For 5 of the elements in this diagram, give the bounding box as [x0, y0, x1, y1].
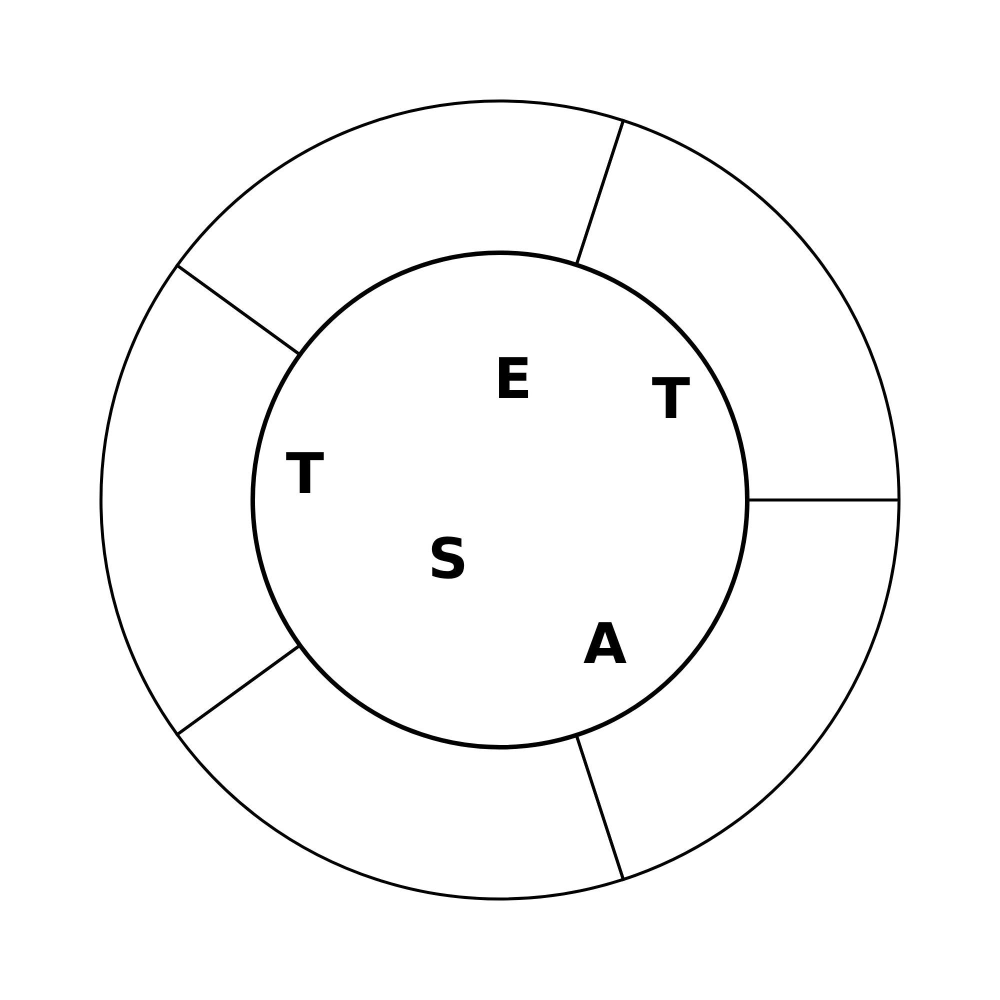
letter: E: [494, 352, 532, 408]
letter: A: [583, 617, 627, 673]
letter: T: [286, 447, 324, 503]
letter: T: [652, 372, 690, 428]
letter: S: [428, 532, 468, 588]
